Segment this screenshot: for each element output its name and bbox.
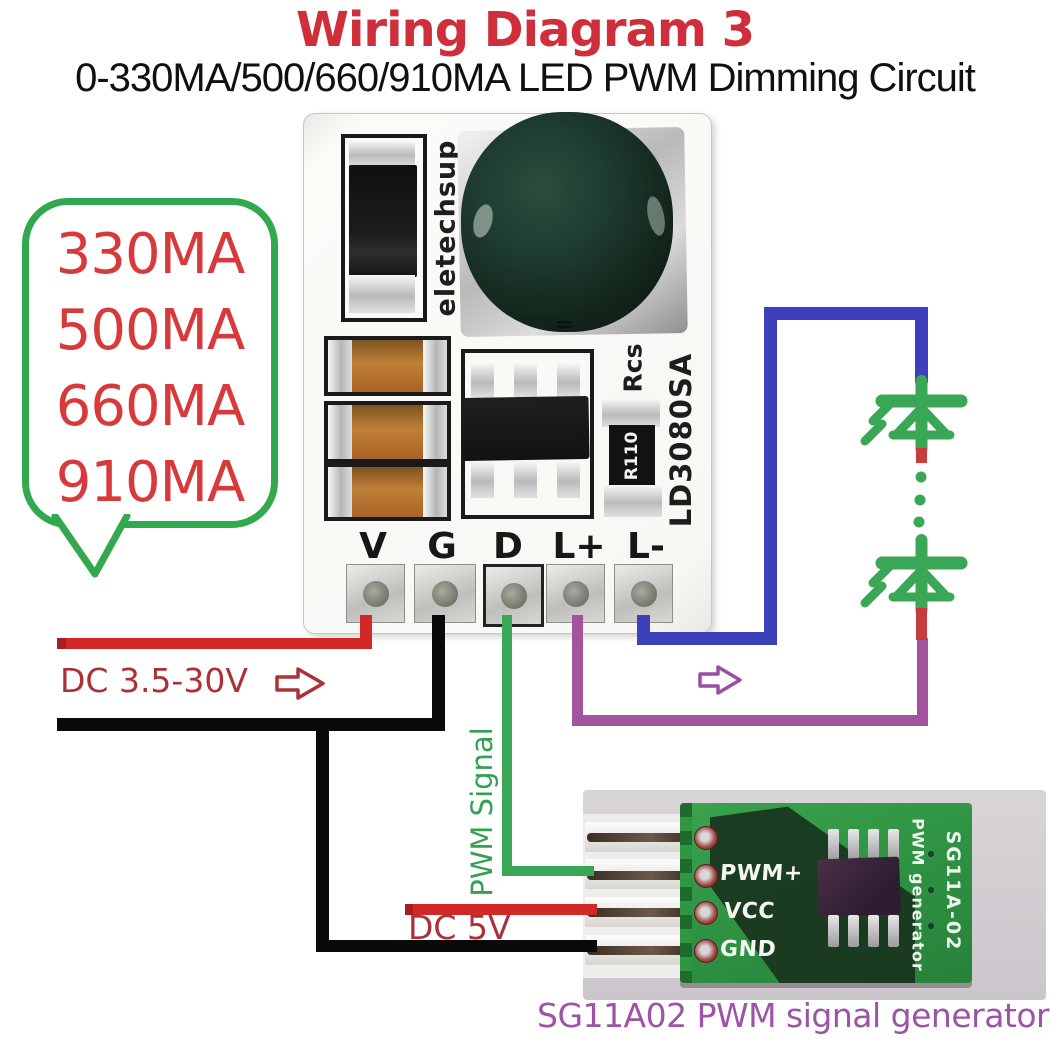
wire-red-end-cap	[57, 638, 66, 649]
pin-label-lminus: L-	[627, 526, 665, 567]
page-title: Wiring Diagram 3	[296, 2, 755, 58]
current-option: 660MA	[55, 374, 246, 439]
wire-green-horizontal	[502, 866, 594, 876]
pin-label-v: V	[359, 526, 387, 567]
solder-pad-g	[414, 564, 476, 623]
wire-blue-led-vertical	[915, 307, 928, 383]
dc-5v-label: DC 5V	[408, 908, 511, 947]
ic-pin	[514, 363, 537, 398]
inductor-mark: =	[554, 312, 575, 336]
header-pin-rod	[587, 871, 703, 880]
ic-pin	[514, 461, 537, 498]
wire-purple-up-vertical	[917, 638, 928, 726]
soic-pin	[848, 829, 859, 861]
led-symbol	[860, 534, 968, 616]
led-symbol	[860, 375, 968, 455]
wire-black-horizontal	[57, 718, 445, 731]
header-pin-rod	[587, 908, 703, 917]
solder-joint	[694, 826, 718, 850]
soic-pin	[868, 915, 879, 947]
solder-pad-d	[483, 564, 544, 627]
capacitor	[324, 463, 451, 521]
series-ellipsis	[913, 471, 927, 528]
board-edge	[680, 803, 692, 983]
wire-black-g-vertical	[432, 615, 445, 731]
led-output-arrow-icon	[698, 665, 742, 695]
pwm-module-board: PWM+ VCC GND PWM generator SG11A-02	[680, 803, 972, 983]
wire-blue-top-horizontal	[764, 307, 928, 320]
soic-pin	[828, 915, 839, 947]
header-pin-rod	[587, 946, 703, 955]
dc-input-label: DC 3.5-30V	[60, 661, 248, 700]
wire-blue-riser-vertical	[764, 307, 777, 645]
wire-purple-lplus-vertical	[572, 615, 583, 726]
soic-pin	[868, 829, 879, 861]
ic-pin	[557, 363, 580, 398]
inductor-drum	[461, 112, 673, 332]
resistor-label: R110	[622, 431, 642, 481]
module-pin-label-pwm: PWM+	[719, 861, 804, 886]
pwm-module-caption: SG11A02 PWM signal generator	[537, 996, 1050, 1035]
module-pin-label-gnd: GND	[719, 937, 778, 962]
module-pin-label-vcc: VCC	[723, 899, 776, 924]
via-dot	[928, 851, 934, 857]
led-string	[860, 375, 968, 640]
part-number-silkscreen: LD3080SA	[664, 352, 698, 528]
rcs-silkscreen: Rcs	[618, 343, 648, 393]
header-pin-rod	[587, 833, 703, 842]
module-name-silkscreen: SG11A-02	[942, 830, 964, 952]
diode-pad-top	[349, 141, 415, 167]
solder-pad-lplus	[546, 564, 605, 623]
solder-pad-v	[346, 564, 405, 623]
diode-pad-bottom	[349, 275, 415, 313]
current-option: 910MA	[55, 450, 246, 515]
via-dot	[928, 887, 934, 893]
via-dot	[928, 923, 934, 929]
solder-joint	[694, 901, 718, 925]
solder-joint	[694, 864, 718, 888]
wire-red-5v-horizontal	[405, 904, 597, 915]
pin-label-d: D	[493, 526, 523, 567]
wire-green-d-vertical	[502, 615, 512, 876]
diode-outline	[341, 134, 427, 322]
resistor-pad-bottom	[604, 485, 662, 517]
current-option: 330MA	[55, 222, 246, 287]
capacitor	[324, 336, 451, 396]
wire-blue-lower-horizontal	[637, 632, 777, 645]
current-options-bubble: 330MA 500MA 660MA 910MA	[22, 198, 278, 528]
pin-label-g: G	[427, 526, 457, 567]
wire-black-down-vertical	[316, 718, 329, 952]
resistor-body: R110	[609, 425, 655, 487]
wire-red-horizontal	[57, 638, 372, 649]
resistor-pad-top	[602, 399, 660, 427]
pin-label-lplus: L+	[552, 526, 606, 567]
soic-pin	[888, 915, 899, 947]
soic-pin	[828, 829, 839, 861]
wire-red-5v-end-cap	[405, 904, 413, 915]
soic-pin	[848, 915, 859, 947]
solder-joint	[694, 939, 718, 963]
page-subtitle: 0-330MA/500/660/910MA LED PWM Dimming Ci…	[75, 56, 976, 100]
soic-body	[817, 856, 901, 918]
wire-purple-horizontal	[572, 715, 928, 726]
diode-body	[349, 165, 417, 277]
ic-pin	[471, 461, 494, 498]
capacitor	[324, 401, 451, 463]
current-option: 500MA	[55, 298, 246, 363]
ic-pin	[471, 363, 494, 398]
soic-pin	[888, 829, 899, 861]
solder-pad-lminus	[614, 564, 673, 623]
led-driver-board: eletechsup = R110	[303, 112, 712, 634]
module-role-silkscreen: PWM generator	[908, 818, 928, 972]
wire-black-gnd-horizontal	[316, 940, 597, 952]
bubble-tail	[51, 514, 131, 578]
pwm-signal-label: PWM Signal	[465, 727, 499, 897]
ic-pin	[557, 461, 580, 498]
dc-input-arrow-icon	[275, 667, 325, 700]
pwm-module-photo: PWM+ VCC GND PWM generator SG11A-02	[583, 790, 1046, 1000]
ic-body	[461, 395, 590, 462]
